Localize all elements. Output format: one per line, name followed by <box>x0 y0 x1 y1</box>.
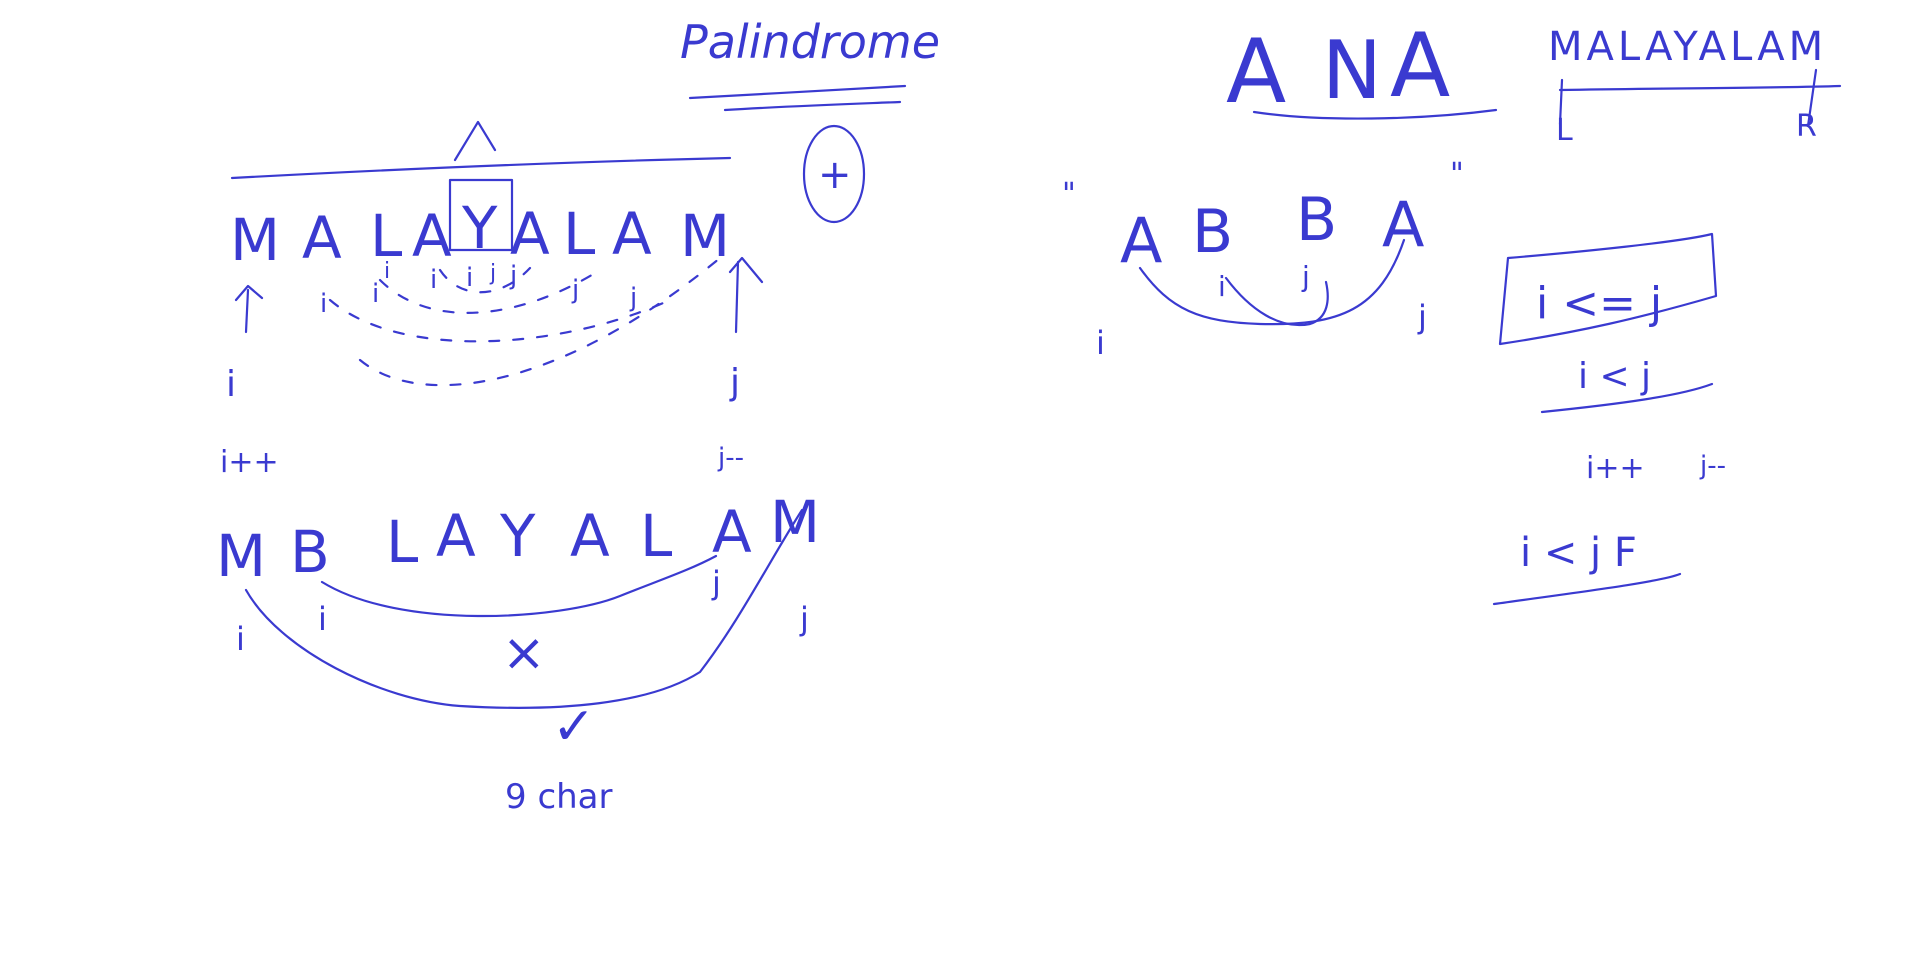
circled-plus-symbol: + <box>818 152 852 198</box>
middle-letter-box <box>448 178 514 252</box>
abba-pointers: i i j j <box>1096 260 1427 362</box>
condition-boxed: i <= j <box>1536 278 1662 329</box>
dashed-arc-1 <box>358 256 722 387</box>
letter: L <box>563 200 595 268</box>
abba-close-quote: " <box>1450 157 1464 192</box>
condition-loop-underline <box>1540 382 1714 414</box>
right-pointer-j: j <box>729 362 740 403</box>
svg-text:i: i <box>318 600 327 638</box>
letter: A <box>302 204 342 272</box>
condition-result: i < j F <box>1520 530 1637 576</box>
left-pointer-i: i <box>226 364 236 405</box>
svg-text:i: i <box>384 259 390 284</box>
left-step: i++ <box>220 445 279 480</box>
svg-text:j: j <box>1417 298 1427 336</box>
char-count-note: 9 char <box>505 777 613 817</box>
letter: A <box>412 202 452 270</box>
left-tick <box>1558 78 1564 126</box>
letter: M <box>216 522 266 590</box>
right-tick <box>1806 68 1818 128</box>
example2-letters: M B L A Y A L A M <box>216 488 820 590</box>
right-label: R <box>1796 109 1817 144</box>
svg-text:i: i <box>1218 270 1226 303</box>
svg-text:B: B <box>1192 197 1233 267</box>
letter: A <box>712 498 752 566</box>
svg-text:j: j <box>629 283 637 313</box>
svg-text:A: A <box>1226 20 1286 123</box>
example1-caret <box>453 120 497 162</box>
right-up-arrow <box>728 256 764 334</box>
right-step: j-- <box>717 443 744 473</box>
heading-underline-2 <box>723 100 902 112</box>
condition-box <box>1498 232 1718 346</box>
dashed-arc-3 <box>378 268 602 314</box>
abba-letters: A B B A <box>1120 185 1424 277</box>
svg-text:i: i <box>466 263 473 293</box>
letter: M <box>680 202 730 270</box>
letter: L <box>370 202 402 270</box>
example2-pointers: i i j j <box>236 564 809 658</box>
svg-text:A: A <box>1390 14 1450 117</box>
condition-loop: i < j <box>1578 356 1651 397</box>
letter: L <box>386 508 418 576</box>
example1-inner-pointers: i i i i i j j j j <box>320 259 637 319</box>
malayalam-line <box>1558 84 1842 92</box>
mismatch-mark: × <box>502 623 546 683</box>
svg-text:i: i <box>236 620 245 658</box>
svg-text:A: A <box>1382 188 1424 261</box>
letter: A <box>510 200 550 268</box>
svg-text:j: j <box>489 261 496 286</box>
svg-text:j: j <box>509 261 517 291</box>
step-left: i++ <box>1586 451 1645 486</box>
heading-palindrome: Palindrome <box>680 15 940 69</box>
letter: L <box>640 502 672 570</box>
letter: A <box>612 200 652 268</box>
svg-text:j: j <box>571 275 579 305</box>
letter: A <box>570 502 610 570</box>
malayalam-word: MALAYALAM <box>1548 24 1827 70</box>
svg-text:N: N <box>1322 24 1382 117</box>
abba-inner-arc <box>1224 276 1329 327</box>
circled-plus-ring <box>802 124 866 224</box>
svg-text:i: i <box>372 279 379 309</box>
left-up-arrow <box>234 284 264 334</box>
abba-outer-arc <box>1138 238 1406 326</box>
outer-match-arc <box>244 508 804 709</box>
dashed-arc-2 <box>328 298 672 343</box>
svg-text:j: j <box>799 600 809 638</box>
dashed-arc-4 <box>438 266 532 294</box>
svg-text:j: j <box>1301 260 1310 293</box>
heading-underline-1 <box>688 84 907 100</box>
svg-text:i: i <box>430 265 437 295</box>
letter: Y <box>499 502 536 570</box>
letter: M <box>230 206 280 274</box>
svg-text:i: i <box>1096 324 1105 362</box>
letter: Y <box>461 194 498 262</box>
svg-text:B: B <box>1296 185 1337 255</box>
step-right: j-- <box>1699 451 1726 481</box>
example1-letters: M A L A Y A L A M <box>230 194 730 274</box>
abba-open-quote: " <box>1062 177 1076 212</box>
example1-overline <box>230 156 732 180</box>
match-mark: ✓ <box>552 697 596 757</box>
letter: A <box>436 502 476 570</box>
ana-letters: A N A <box>1226 14 1450 123</box>
left-label: L <box>1556 113 1573 148</box>
condition-result-underline <box>1492 572 1682 606</box>
letter: B <box>290 518 330 586</box>
inner-mismatch-arc <box>320 554 718 618</box>
svg-text:i: i <box>320 289 327 319</box>
svg-text:A: A <box>1120 204 1162 277</box>
svg-text:j: j <box>711 564 721 602</box>
ana-underline <box>1252 108 1498 120</box>
